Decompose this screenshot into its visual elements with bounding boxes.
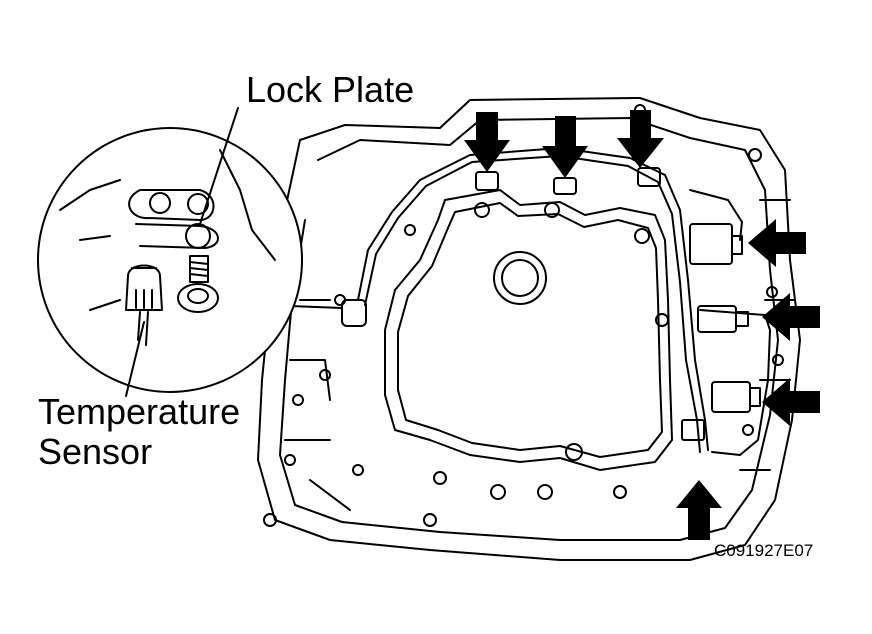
pan-bolts (263, 104, 784, 527)
arrow-left-icon (762, 378, 820, 426)
detail-bolt (177, 255, 219, 313)
right-solenoids (681, 223, 761, 441)
lock-plate-leader (199, 107, 239, 225)
temperature-sensor-leader (125, 321, 145, 397)
arrow-down-icon (464, 112, 510, 172)
valve-body-pan (384, 189, 673, 471)
arrow-down-icon (542, 116, 588, 178)
detail-background-lines (59, 149, 276, 311)
case-inner-line (279, 117, 779, 541)
wire-harness (357, 147, 709, 451)
valve-body-pan-inner (397, 202, 663, 458)
temperature-sensor-installed (341, 299, 367, 327)
lock-plate-label: Lock Plate (246, 69, 415, 110)
arrow-left-icon (762, 293, 820, 341)
pan-center-boss (493, 251, 547, 305)
arrow-left-icon (748, 219, 806, 267)
wire-harness-2 (364, 155, 701, 453)
figure-code: C091927E07 (714, 541, 814, 560)
transmission-case-outline (257, 97, 801, 561)
detail-temperature-sensor (125, 264, 163, 346)
temperature-sensor-label-line2: Sensor (38, 431, 153, 472)
case-detail-lines (284, 199, 796, 511)
detail-view-circle (37, 127, 303, 393)
wire-to-right-solenoids (689, 189, 771, 456)
arrow-down-icon (617, 110, 664, 168)
temperature-sensor-label-line1: Temperature (38, 391, 241, 432)
arrow-up-icon (676, 480, 722, 540)
pan-center-boss-inner (501, 259, 539, 297)
